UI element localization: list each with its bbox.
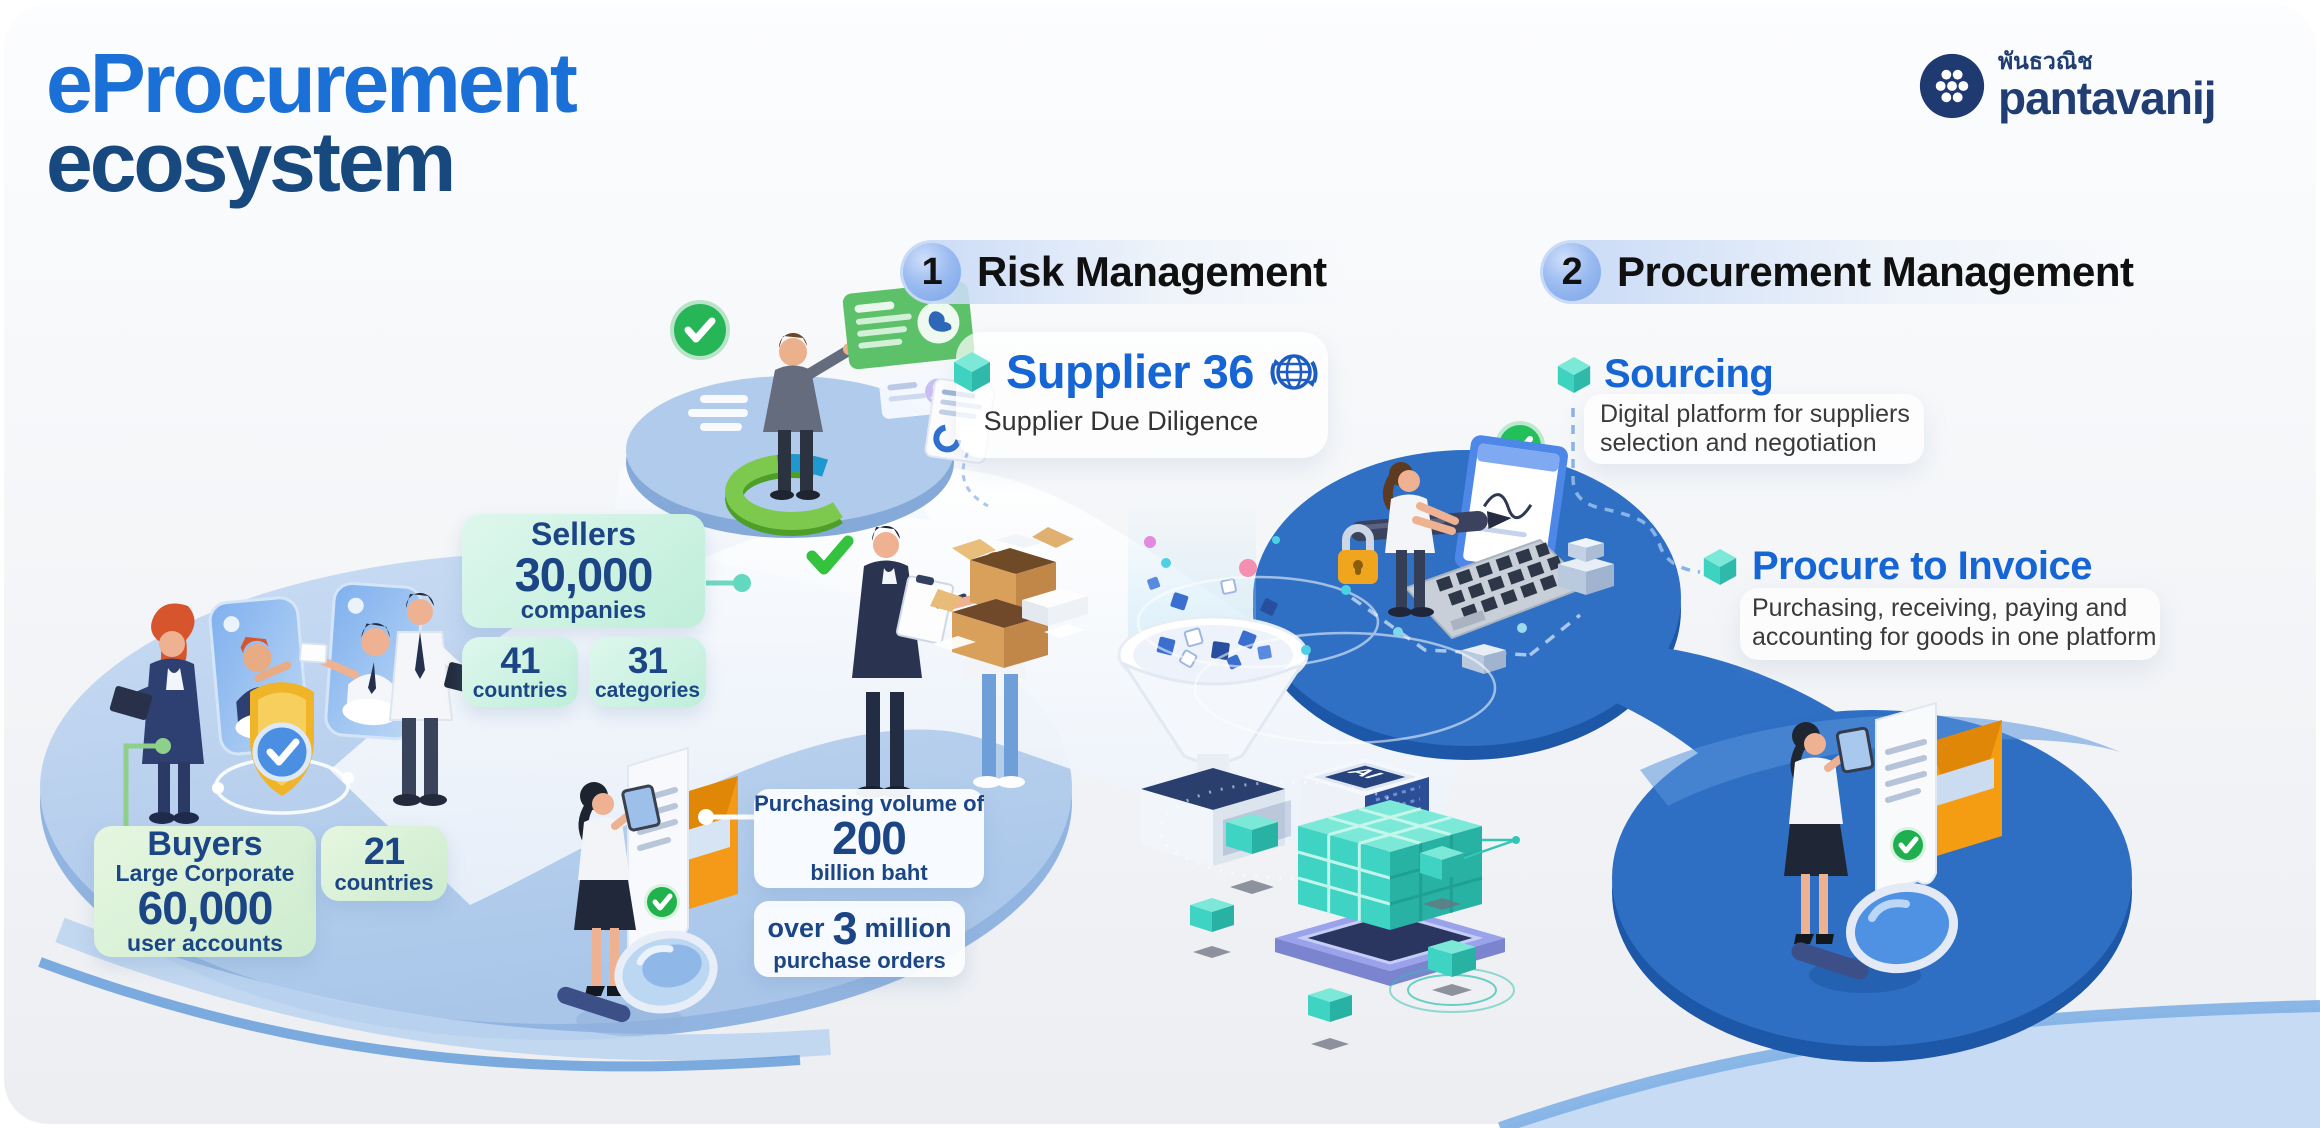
seller-categories-value: 31 bbox=[627, 640, 668, 682]
trust-shield-icon bbox=[212, 682, 354, 815]
floating-data-cubes bbox=[1147, 576, 1278, 616]
purchasing-volume-prefix: Purchasing volume of bbox=[754, 790, 984, 816]
blockchain-cluster bbox=[1190, 800, 1520, 1050]
buyers-sellers-group bbox=[109, 581, 488, 824]
magnifier-icon bbox=[557, 930, 718, 1036]
sourcing-procure-connector bbox=[1571, 408, 1701, 574]
sellers-label: Sellers bbox=[531, 516, 636, 553]
globe-icon bbox=[1270, 353, 1318, 390]
reviewer-person bbox=[763, 332, 855, 500]
procure-to-invoice-title: Procure to Invoice bbox=[1752, 544, 2092, 588]
sellers-stat-box: Sellers 30,000 companies bbox=[462, 514, 705, 628]
satellite-cubes bbox=[1190, 814, 1520, 1050]
document-boxes bbox=[930, 527, 1088, 668]
corner-swooshes bbox=[38, 917, 2320, 1128]
section-title: Procurement Management bbox=[1617, 248, 2134, 295]
purchase-orders-value: 3 bbox=[832, 902, 858, 954]
sellers-unit: companies bbox=[520, 597, 647, 625]
purchase-orders-unit: purchase orders bbox=[773, 947, 946, 973]
seller-categories-stat-box: 31 categories bbox=[589, 637, 706, 707]
buyer-countries-value: 21 bbox=[363, 830, 405, 873]
pantavanij-logo-icon bbox=[1919, 53, 1985, 118]
magnifier-icon bbox=[1791, 882, 1959, 993]
connectors bbox=[123, 408, 1701, 828]
cube-icon bbox=[1703, 548, 1737, 585]
brand-logo: พันธวณิช pantavanij bbox=[1918, 48, 2217, 124]
seller-countries-unit: countries bbox=[472, 679, 568, 703]
envelope-icon bbox=[1930, 720, 2002, 858]
supplier-doc-scene bbox=[557, 746, 738, 1036]
procure-to-invoice-feature: Procure to Invoice bbox=[1702, 544, 2092, 589]
speech-bars bbox=[688, 395, 748, 431]
purchasing-volume-unit: billion baht bbox=[810, 859, 928, 885]
funnel-contents bbox=[1156, 627, 1272, 670]
buyers-sublabel: Large Corporate bbox=[115, 859, 295, 886]
procure-card bbox=[1740, 588, 2160, 660]
cube-icon bbox=[1557, 356, 1591, 393]
procure-to-invoice-description: Purchasing, receiving, paying and accoun… bbox=[1752, 594, 2157, 651]
section-risk-management: 1 Risk Management bbox=[900, 240, 1387, 304]
purchase-orders-word-million: million bbox=[864, 913, 952, 943]
supplier360-subtitle: Supplier Due Diligence bbox=[983, 406, 1259, 436]
page-title-line2: ecosystem bbox=[46, 114, 456, 209]
sourcing-card bbox=[1584, 394, 1924, 464]
scatter-dots bbox=[1144, 536, 1527, 655]
invoice-review-scene bbox=[1784, 701, 2002, 993]
buyers-value: 60,000 bbox=[137, 882, 274, 935]
purchase-orders-word-over: over bbox=[767, 913, 825, 943]
section-procurement-management: 2 Procurement Management bbox=[1540, 240, 2194, 304]
purchasing-volume-value: 200 bbox=[832, 812, 907, 865]
funnel-icon bbox=[1117, 615, 1309, 780]
supplier360-bubble bbox=[956, 332, 1328, 458]
padlock-icon bbox=[1338, 524, 1378, 584]
buyers-unit: user accounts bbox=[127, 930, 283, 957]
cube-icon bbox=[954, 351, 990, 392]
check-icon bbox=[806, 535, 854, 575]
risk-platform bbox=[626, 282, 996, 538]
section-number-badge: 1 bbox=[903, 243, 961, 301]
purchase-orders-stat-box: over 3 million purchase orders bbox=[754, 901, 965, 977]
approved-check-icon bbox=[670, 300, 730, 360]
invoice-document bbox=[1875, 701, 1937, 895]
auditor-woman bbox=[1784, 722, 1875, 944]
section-number-badge: 2 bbox=[1543, 243, 1601, 301]
supplier360-feature: Supplier 36 bbox=[952, 344, 1320, 399]
seller-countries-value: 41 bbox=[500, 640, 540, 682]
sellers-value: 30,000 bbox=[514, 548, 654, 602]
seller-countries-stat-box: 41 countries bbox=[462, 637, 578, 707]
buyer-countries-stat-box: 21 countries bbox=[321, 826, 447, 901]
sourcing-title: Sourcing bbox=[1604, 352, 1774, 396]
signer-woman bbox=[1382, 462, 1459, 617]
buyers-label: Buyers bbox=[147, 825, 263, 864]
page-title-line1: eProcurement bbox=[46, 36, 578, 130]
buyer-countries-unit: countries bbox=[334, 869, 434, 895]
logo-thai-text: พันธวณิช bbox=[1998, 48, 2093, 74]
purchasing-volume-stat-box: Purchasing volume of 200 billion baht bbox=[754, 789, 984, 888]
requisition-document bbox=[627, 746, 689, 949]
section-title: Risk Management bbox=[977, 248, 1327, 295]
supplier360-title: Supplier 36 bbox=[1006, 345, 1254, 398]
sourcing-feature: Sourcing bbox=[1556, 352, 1774, 397]
sourcing-description: Digital platform for suppliers selection… bbox=[1600, 400, 1910, 457]
buyers-stat-box: Buyers Large Corporate 60,000 user accou… bbox=[94, 826, 316, 957]
laptop bbox=[1404, 435, 1590, 640]
tablet-woman bbox=[574, 782, 661, 996]
buyer-woman bbox=[109, 603, 204, 824]
logo-name-text: pantavanij bbox=[1998, 72, 2217, 124]
seller-categories-unit: categories bbox=[594, 679, 701, 703]
page-title: eProcurement ecosystem bbox=[46, 36, 578, 209]
buyers-connector bbox=[123, 743, 163, 828]
